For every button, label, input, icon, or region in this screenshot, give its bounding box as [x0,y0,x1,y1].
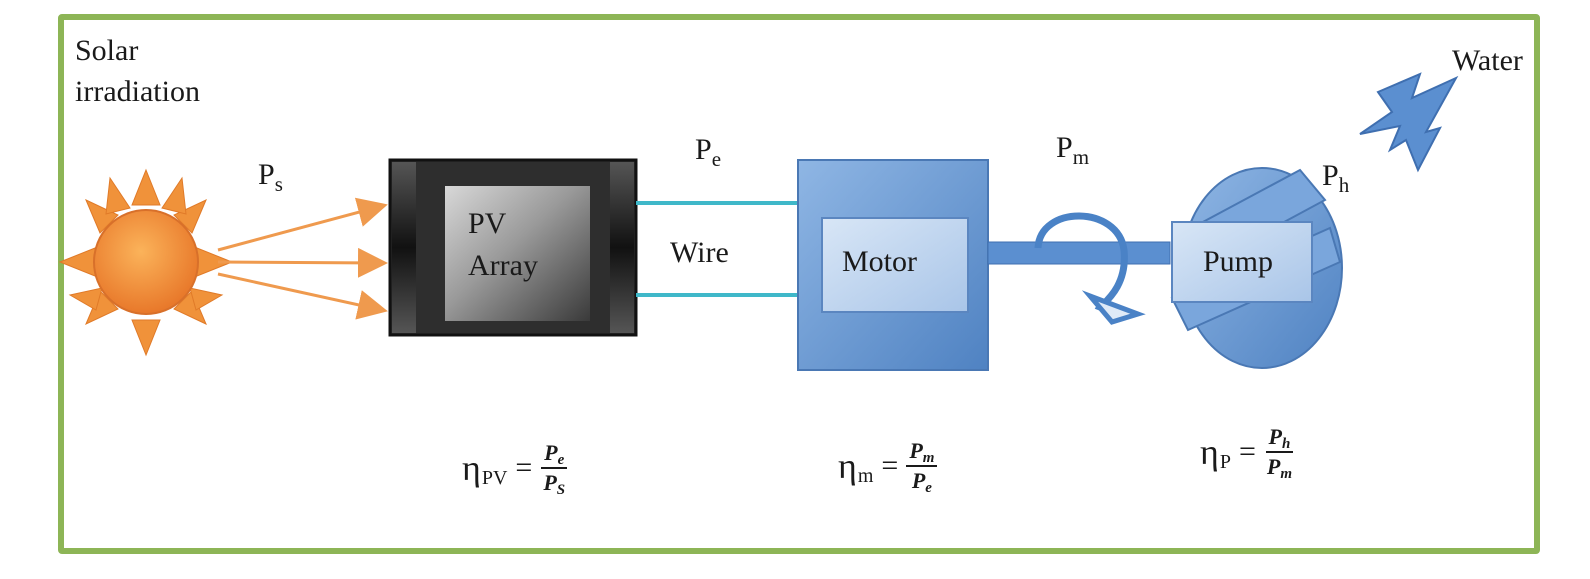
power-ph-label: Ph [1322,159,1350,197]
solar-irradiation-label: Solar irradiation [75,34,200,108]
pv-array-label: PV Array [468,207,538,282]
water-label: Water [1452,44,1523,77]
water-splash-icon [1359,72,1459,173]
wire-lines [636,201,798,297]
motor-label: Motor [842,245,917,278]
diagram-frame [58,14,1540,554]
shaft [987,212,1171,325]
power-pe-label: Pe [695,133,722,171]
motor-block [797,159,989,371]
pump-label: Pump [1203,245,1274,278]
wire-label: Wire [670,236,729,269]
sun-icon [58,168,234,357]
pv-array-panel [388,158,638,337]
pump-block [1170,167,1343,369]
power-ps-label: Ps [258,158,283,196]
power-pm-label: Pm [1056,131,1090,169]
irradiation-arrows [217,197,388,320]
